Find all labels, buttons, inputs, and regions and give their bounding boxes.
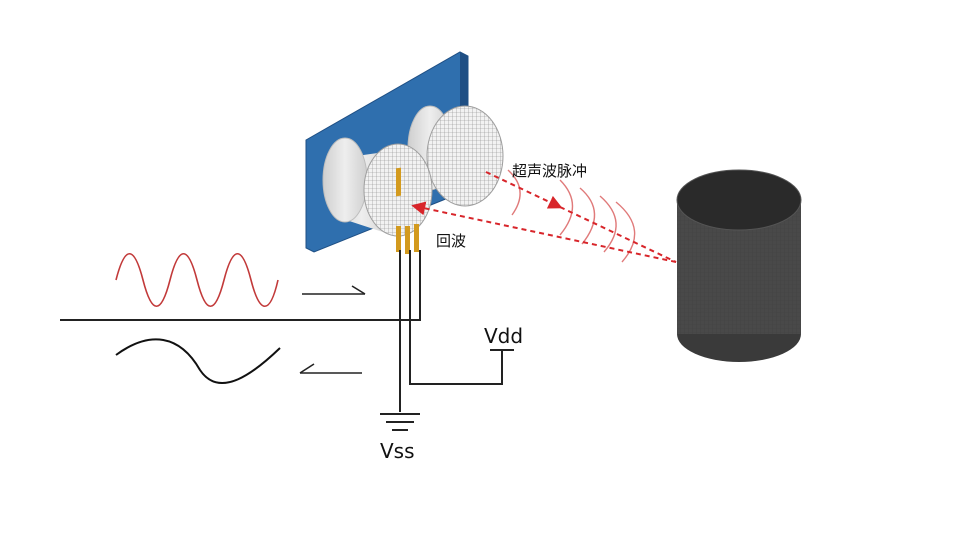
circuit-wires: [60, 250, 503, 412]
pulse-beam-continuation: [559, 206, 677, 263]
sensor-pins: [396, 167, 419, 254]
pulse-arcs: [507, 169, 636, 263]
pulse-beam: [485, 171, 563, 209]
vdd-label: Vdd: [484, 324, 523, 348]
echo-label: 回波: [436, 232, 466, 250]
vdd-wire: [409, 250, 503, 385]
direction-arrow-left: [299, 363, 362, 374]
ground-symbol: [380, 413, 420, 431]
vss-label: Vss: [380, 439, 415, 463]
obstacle-cylinder: [676, 169, 802, 362]
pulse-label: 超声波脉冲: [512, 162, 587, 180]
receive-wave: [115, 338, 281, 384]
signal-line: [60, 250, 421, 321]
direction-arrow-right: [302, 285, 366, 295]
transmit-wave: [115, 252, 279, 308]
